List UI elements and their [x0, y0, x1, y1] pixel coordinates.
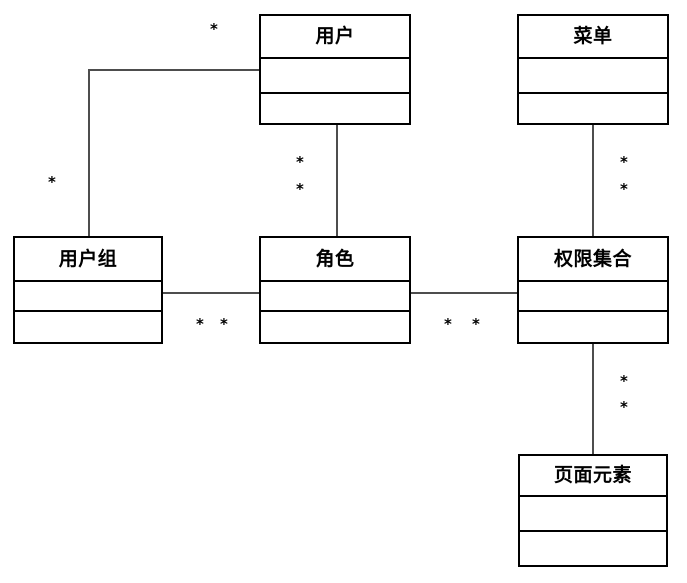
class-name-permissionset: 权限集合 [519, 238, 667, 282]
class-name-menu: 菜单 [519, 16, 667, 59]
edge-role-to-permissionset [410, 292, 518, 294]
multiplicity-role-up: * [296, 180, 304, 198]
class-operations-usergroup [15, 312, 161, 342]
multiplicity-usergroup-right: * [196, 315, 204, 333]
multiplicity-user-down: * [296, 153, 304, 171]
class-name-role: 角色 [261, 238, 409, 282]
edge-user-to-usergroup-vertical [88, 69, 90, 237]
class-attributes-permissionset [519, 282, 667, 312]
edge-usergroup-to-role [162, 292, 260, 294]
class-attributes-pageelement [520, 497, 666, 532]
class-name-user: 用户 [261, 16, 409, 59]
class-box-menu[interactable]: 菜单 [517, 14, 669, 125]
class-operations-permissionset [519, 312, 667, 342]
class-box-pageelement[interactable]: 页面元素 [518, 454, 668, 567]
edge-user-to-role [336, 124, 338, 237]
multiplicity-role-left: * [220, 315, 228, 333]
multiplicity-permissionset-down: * [620, 372, 628, 390]
class-attributes-role [261, 282, 409, 312]
class-operations-pageelement [520, 532, 666, 565]
multiplicity-role-right: * [444, 315, 452, 333]
class-name-usergroup: 用户组 [15, 238, 161, 282]
class-name-pageelement: 页面元素 [520, 456, 666, 497]
class-attributes-usergroup [15, 282, 161, 312]
class-attributes-user [261, 59, 409, 94]
class-box-role[interactable]: 角色 [259, 236, 411, 344]
multiplicity-permissionset-up: * [620, 180, 628, 198]
multiplicity-usergroup-up: * [48, 173, 56, 191]
multiplicity-user-left: * [210, 20, 218, 38]
edge-menu-to-permissionset [592, 124, 594, 237]
class-operations-user [261, 94, 409, 123]
class-box-user[interactable]: 用户 [259, 14, 411, 125]
class-box-permissionset[interactable]: 权限集合 [517, 236, 669, 344]
class-box-usergroup[interactable]: 用户组 [13, 236, 163, 344]
multiplicity-permissionset-left: * [472, 315, 480, 333]
class-attributes-menu [519, 59, 667, 94]
multiplicity-pageelement-up: * [620, 398, 628, 416]
edge-permissionset-to-pageelement [592, 343, 594, 455]
multiplicity-menu-down: * [620, 153, 628, 171]
class-operations-role [261, 312, 409, 342]
edge-user-to-usergroup-horizontal [88, 69, 260, 71]
class-operations-menu [519, 94, 667, 123]
